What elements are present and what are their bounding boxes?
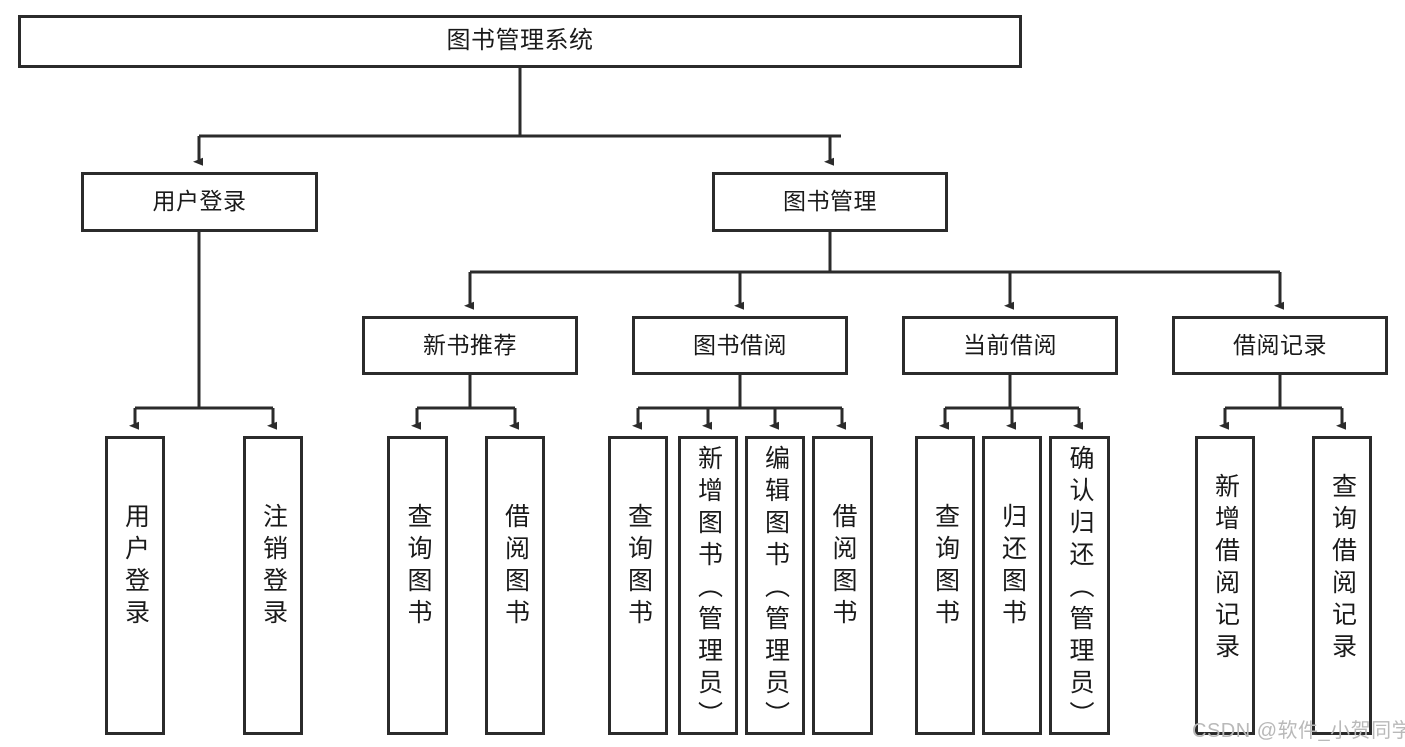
leaf-query-borrow-record[interactable]: 查询借阅记录 [1312, 436, 1372, 735]
leaf-borrow-book-new-label: 借阅图书 [501, 503, 530, 631]
leaf-borrow-book-new[interactable]: 借阅图书 [485, 436, 545, 735]
leaf-logout[interactable]: 注销登录 [243, 436, 303, 735]
leaf-user-login[interactable]: 用户登录 [105, 436, 165, 735]
node-root-label: 图书管理系统 [446, 27, 594, 55]
leaf-add-borrow-record[interactable]: 新增借阅记录 [1195, 436, 1255, 735]
node-borrow-record[interactable]: 借阅记录 [1172, 316, 1388, 375]
node-new-book-recommend[interactable]: 新书推荐 [362, 316, 578, 375]
leaf-query-borrow-record-label: 查询借阅记录 [1328, 473, 1357, 665]
leaf-edit-book-admin[interactable]: 编辑图书（管理员） [745, 436, 805, 735]
node-root[interactable]: 图书管理系统 [18, 15, 1022, 68]
leaf-confirm-return-admin-label: 确认归还（管理员） [1066, 445, 1094, 733]
leaf-query-book-borrow[interactable]: 查询图书 [608, 436, 668, 735]
leaf-query-book-current-label: 查询图书 [931, 503, 960, 631]
leaf-add-book-admin-label: 新增图书（管理员） [694, 445, 723, 733]
node-book-borrow[interactable]: 图书借阅 [632, 316, 848, 375]
leaf-edit-book-admin-label: 编辑图书（管理员） [761, 445, 790, 733]
leaf-query-book-borrow-label: 查询图书 [624, 503, 653, 631]
leaf-query-book-new-label: 查询图书 [404, 503, 432, 631]
watermark-text: CSDN @软件_小贺同学 [1192, 720, 1405, 742]
node-borrow-record-label: 借阅记录 [1233, 331, 1327, 358]
node-user-login[interactable]: 用户登录 [81, 172, 318, 232]
node-current-borrow[interactable]: 当前借阅 [902, 316, 1118, 375]
node-user-login-label: 用户登录 [152, 188, 247, 215]
watermark: CSDN @软件_小贺同学 [1192, 714, 1405, 743]
node-current-borrow-label: 当前借阅 [963, 331, 1057, 358]
node-book-management-label: 图书管理 [783, 188, 877, 215]
leaf-return-book[interactable]: 归还图书 [982, 436, 1042, 735]
leaf-borrow-book[interactable]: 借阅图书 [812, 436, 873, 735]
node-book-management[interactable]: 图书管理 [712, 172, 948, 232]
leaf-return-book-label: 归还图书 [998, 503, 1027, 631]
leaf-add-borrow-record-label: 新增借阅记录 [1211, 473, 1240, 665]
leaf-borrow-book-label: 借阅图书 [829, 503, 857, 631]
node-book-borrow-label: 图书借阅 [693, 331, 787, 358]
leaf-logout-label: 注销登录 [259, 503, 288, 631]
leaf-query-book-new[interactable]: 查询图书 [387, 436, 448, 735]
leaf-confirm-return-admin[interactable]: 确认归还（管理员） [1049, 436, 1110, 735]
node-new-book-recommend-label: 新书推荐 [423, 331, 517, 358]
leaf-query-book-current[interactable]: 查询图书 [915, 436, 975, 735]
leaf-user-login-label: 用户登录 [121, 503, 150, 631]
leaf-add-book-admin[interactable]: 新增图书（管理员） [678, 436, 738, 735]
